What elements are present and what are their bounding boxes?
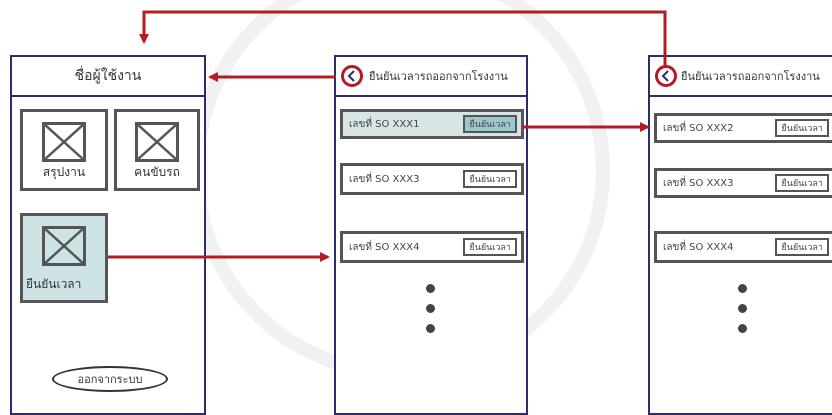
- confirm-time-button[interactable]: ยืนยันเวลา: [463, 238, 517, 256]
- image-placeholder-icon: [135, 122, 179, 162]
- back-button[interactable]: [655, 65, 677, 87]
- more-dot: [738, 324, 747, 333]
- list-item: เลขที่ SO XXX2 ยืนยันเวลา: [654, 113, 832, 143]
- so-number: เลขที่ SO XXX3: [663, 177, 734, 189]
- screen-title: ยืนยันเวลารถออกจากโรงงาน: [681, 70, 820, 83]
- logout-button[interactable]: ออกจากระบบ: [52, 366, 168, 392]
- more-dot: [426, 324, 435, 333]
- list-item: เลขที่ SO XXX3 ยืนยันเวลา: [340, 163, 524, 195]
- tile-driver[interactable]: คนขับรถ: [114, 109, 200, 191]
- tile-summary[interactable]: สรุปงาน: [20, 109, 108, 191]
- more-dot: [738, 304, 747, 313]
- list-item: เลขที่ SO XXX4 ยืนยันเวลา: [340, 231, 524, 263]
- image-placeholder-icon: [42, 226, 86, 266]
- confirm-time-button[interactable]: ยืนยันเวลา: [775, 238, 829, 256]
- tile-label: ยืนยันเวลา: [26, 277, 82, 291]
- username-title: ชื่อผู้ใช้งาน: [74, 68, 142, 84]
- back-arrow-icon: [347, 70, 355, 82]
- screen-confirm-list-updated: ยืนยันเวลารถออกจากโรงงาน เลขที่ SO XXX2 …: [648, 55, 832, 415]
- arrow-back-to-menu: [139, 10, 667, 66]
- so-number: เลขที่ SO XXX2: [663, 122, 734, 134]
- screen-main-menu: ชื่อผู้ใช้งาน สรุปงาน คนขับรถ ยืนยันเวลา…: [10, 55, 206, 415]
- so-number: เลขที่ SO XXX1: [349, 118, 420, 130]
- tile-label: สรุปงาน: [42, 165, 86, 179]
- more-dot: [426, 284, 435, 293]
- so-number: เลขที่ SO XXX4: [349, 241, 420, 253]
- screen-header: ยืนยันเวลารถออกจากโรงงาน: [336, 57, 526, 97]
- screen-header: ยืนยันเวลารถออกจากโรงงาน: [650, 57, 832, 97]
- confirm-time-button[interactable]: ยืนยันเวลา: [775, 174, 829, 192]
- more-dot: [426, 304, 435, 313]
- image-placeholder-icon: [42, 122, 86, 162]
- more-dot: [738, 284, 747, 293]
- tile-confirm-time[interactable]: ยืนยันเวลา: [20, 213, 108, 303]
- confirm-time-button[interactable]: ยืนยันเวลา: [463, 115, 517, 133]
- list-item: เลขที่ SO XXX1 ยืนยันเวลา: [340, 109, 524, 139]
- list-item: เลขที่ SO XXX3 ยืนยันเวลา: [654, 168, 832, 198]
- back-arrow-icon: [661, 70, 669, 82]
- confirm-time-button[interactable]: ยืนยันเวลา: [463, 170, 517, 188]
- so-number: เลขที่ SO XXX3: [349, 173, 420, 185]
- back-button[interactable]: [341, 65, 363, 87]
- screen-title: ยืนยันเวลารถออกจากโรงงาน: [369, 70, 508, 83]
- confirm-time-button[interactable]: ยืนยันเวลา: [775, 119, 829, 137]
- screen-confirm-list: ยืนยันเวลารถออกจากโรงงาน เลขที่ SO XXX1 …: [334, 55, 528, 415]
- so-number: เลขที่ SO XXX4: [663, 241, 734, 253]
- tile-label: คนขับรถ: [134, 165, 180, 179]
- screen-header: ชื่อผู้ใช้งาน: [12, 57, 204, 97]
- list-item: เลขที่ SO XXX4 ยืนยันเวลา: [654, 231, 832, 263]
